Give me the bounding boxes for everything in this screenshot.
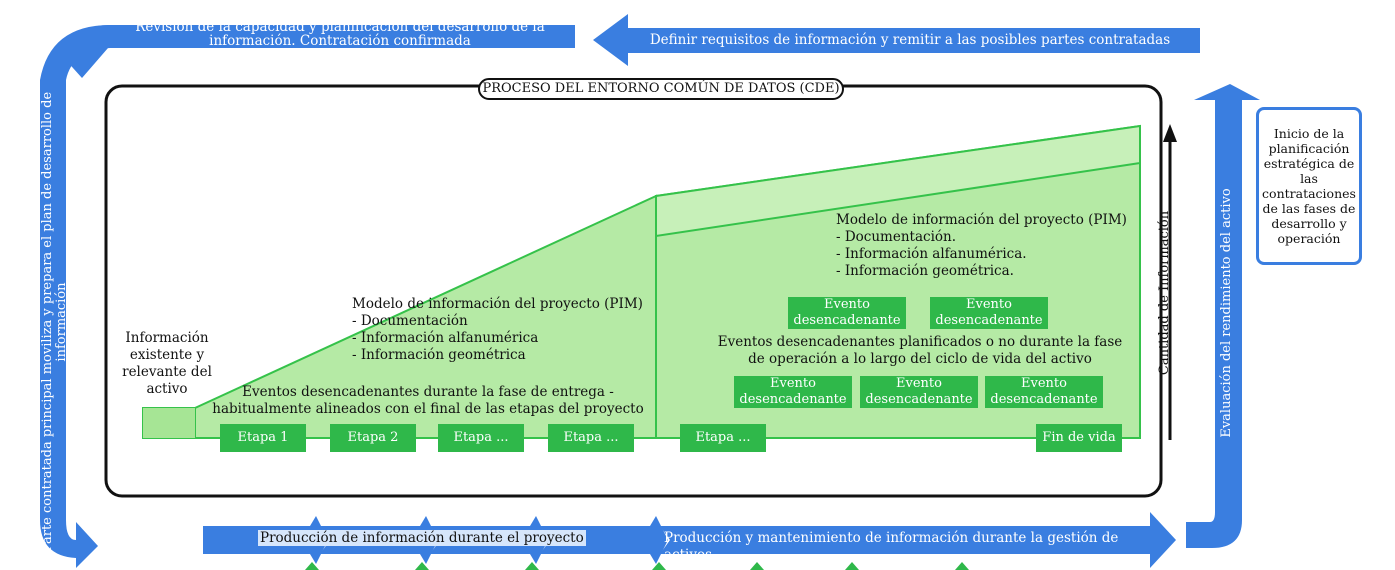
pim-delivery-title: Modelo de información del proyecto (PIM) (352, 296, 643, 312)
pim-operation-item: - Información geométrica. (836, 263, 1014, 279)
strategy-planning-text: Inicio de la planificación estratégica d… (1262, 126, 1356, 246)
pim-delivery-item: - Información geométrica (352, 347, 526, 363)
bottom-arrow-5 (660, 512, 1176, 568)
info-quantity-axis-label: Cantidad de Información (1157, 210, 1172, 376)
stage-box: Etapa ... (548, 424, 634, 452)
top-left-arrow-label: Revisión de la capacidad y planificación… (135, 19, 545, 49)
bottom-arrow-4 (540, 516, 668, 564)
pim-operation-item: - Documentación. (836, 229, 957, 245)
event-box: Evento desencadenante (734, 376, 852, 408)
info-quantity-axis-head (1163, 124, 1177, 142)
top-left-arrow-head (40, 25, 110, 100)
stage-box: Etapa ... (438, 424, 524, 452)
bottom-project-label: Producción de información durante el pro… (258, 530, 658, 547)
right-vertical-arrow-shape (1186, 84, 1260, 548)
event-box: Evento desencadenante (985, 376, 1103, 408)
stage-box: Fin de vida (1036, 424, 1122, 452)
event-box: Evento desencadenante (860, 376, 978, 408)
left-vertical-arrow-shape (40, 90, 98, 568)
pim-operation-item: - Información alfanumérica. (836, 246, 1027, 262)
stage-box: Etapa ... (680, 424, 766, 452)
cde-title: PROCESO DEL ENTORNO COMÚN DE DATOS (CDE) (478, 78, 844, 100)
stage-box: Etapa 2 (330, 424, 416, 452)
delivery-phase-base (143, 408, 195, 438)
top-right-arrow-shape (593, 14, 1200, 66)
pim-delivery-block: Modelo de información del proyecto (PIM)… (352, 296, 672, 364)
pim-delivery-item: - Documentación (352, 313, 468, 329)
pim-operation-block: Modelo de información del proyecto (PIM)… (836, 212, 1146, 280)
top-left-arrow-shape (55, 25, 575, 78)
event-box: Evento desencadenante (930, 297, 1048, 329)
operation-events-label: Eventos desencadenantes planificados o n… (717, 334, 1123, 367)
right-vertical-arrow-label: Evaluación del rendimiento del activo (1219, 188, 1234, 438)
event-box: Evento desencadenante (788, 297, 906, 329)
stage-box: Etapa 1 (220, 424, 306, 452)
bottom-green-markers (305, 562, 969, 570)
top-right-arrow-label: Definir requisitos de información y remi… (649, 32, 1171, 48)
bottom-project-text: Producción de información durante el pro… (258, 530, 586, 546)
pim-delivery-item: - Información alfanumérica (352, 330, 539, 346)
existing-info-label: Información existente y relevante del ac… (122, 330, 212, 397)
left-vertical-arrow-label: Parte contratada principal moviliza y pr… (40, 91, 69, 553)
bottom-assets-label: Producción y mantenimiento de informació… (664, 530, 1119, 563)
delivery-events-label: Eventos desencadenantes durante la fase … (212, 384, 644, 417)
pim-operation-title: Modelo de información del proyecto (PIM) (836, 212, 1127, 228)
strategy-planning-box: Inicio de la planificación estratégica d… (1256, 107, 1362, 265)
